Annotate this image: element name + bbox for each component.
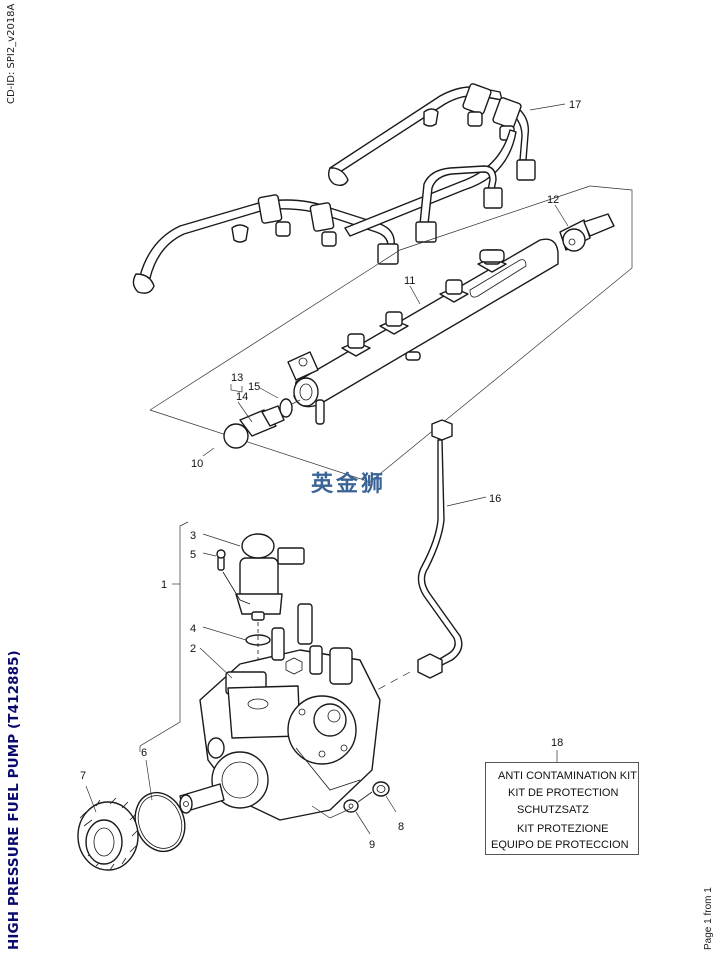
- injector-pipes[interactable]: [132, 83, 536, 294]
- kit-label-spanish: EQUIPO DE PROTECCION: [491, 839, 629, 851]
- kit-label-english: ANTI CONTAMINATION KIT: [498, 770, 637, 782]
- pressure-limiting-valve[interactable]: [223, 405, 285, 449]
- callout-10: 10: [191, 458, 203, 470]
- callout-16: 16: [489, 493, 501, 505]
- pump-body[interactable]: [179, 603, 381, 821]
- kit-label-french: KIT DE PROTECTION: [508, 787, 619, 799]
- leader-lines: [85, 103, 569, 835]
- callout-18: 18: [551, 737, 563, 749]
- washer[interactable]: [343, 799, 359, 813]
- kit-label-german: SCHUTZSATZ: [517, 804, 589, 816]
- fuel-rail[interactable]: [287, 238, 559, 425]
- callout-9: 9: [369, 839, 375, 851]
- callout-8: 8: [398, 821, 404, 833]
- callout-7: 7: [80, 770, 86, 782]
- retaining-ring[interactable]: [279, 398, 293, 418]
- callout-11: 11: [404, 275, 415, 287]
- pump-assembly-bracket: [139, 521, 189, 752]
- seal-ring[interactable]: [127, 786, 193, 859]
- callout-17: 17: [569, 99, 581, 111]
- callout-12: 12: [547, 194, 559, 206]
- anti-contamination-kit-box: ANTI CONTAMINATION KIT KIT DE PROTECTION…: [485, 762, 639, 855]
- rail-assembly-outline: [149, 185, 633, 483]
- pressure-sensor[interactable]: [559, 213, 615, 252]
- callout-2: 2: [190, 643, 196, 655]
- screw[interactable]: [216, 549, 226, 571]
- callout-6: 6: [141, 747, 147, 759]
- callout-3: 3: [190, 530, 196, 542]
- callout-15: 15: [248, 381, 260, 393]
- metering-valve[interactable]: [235, 533, 305, 621]
- kit-label-italian: KIT PROTEZIONE: [517, 823, 609, 835]
- high-pressure-pipe[interactable]: [417, 419, 463, 679]
- callout-5: 5: [190, 549, 196, 561]
- callout-1: 1: [161, 579, 167, 591]
- watermark-text: 英金狮: [311, 472, 387, 497]
- drive-gear[interactable]: [77, 797, 139, 871]
- nut[interactable]: [372, 781, 390, 797]
- callout-13: 13: [231, 372, 243, 384]
- callout-4: 4: [190, 623, 196, 635]
- callout-14: 14: [236, 391, 248, 403]
